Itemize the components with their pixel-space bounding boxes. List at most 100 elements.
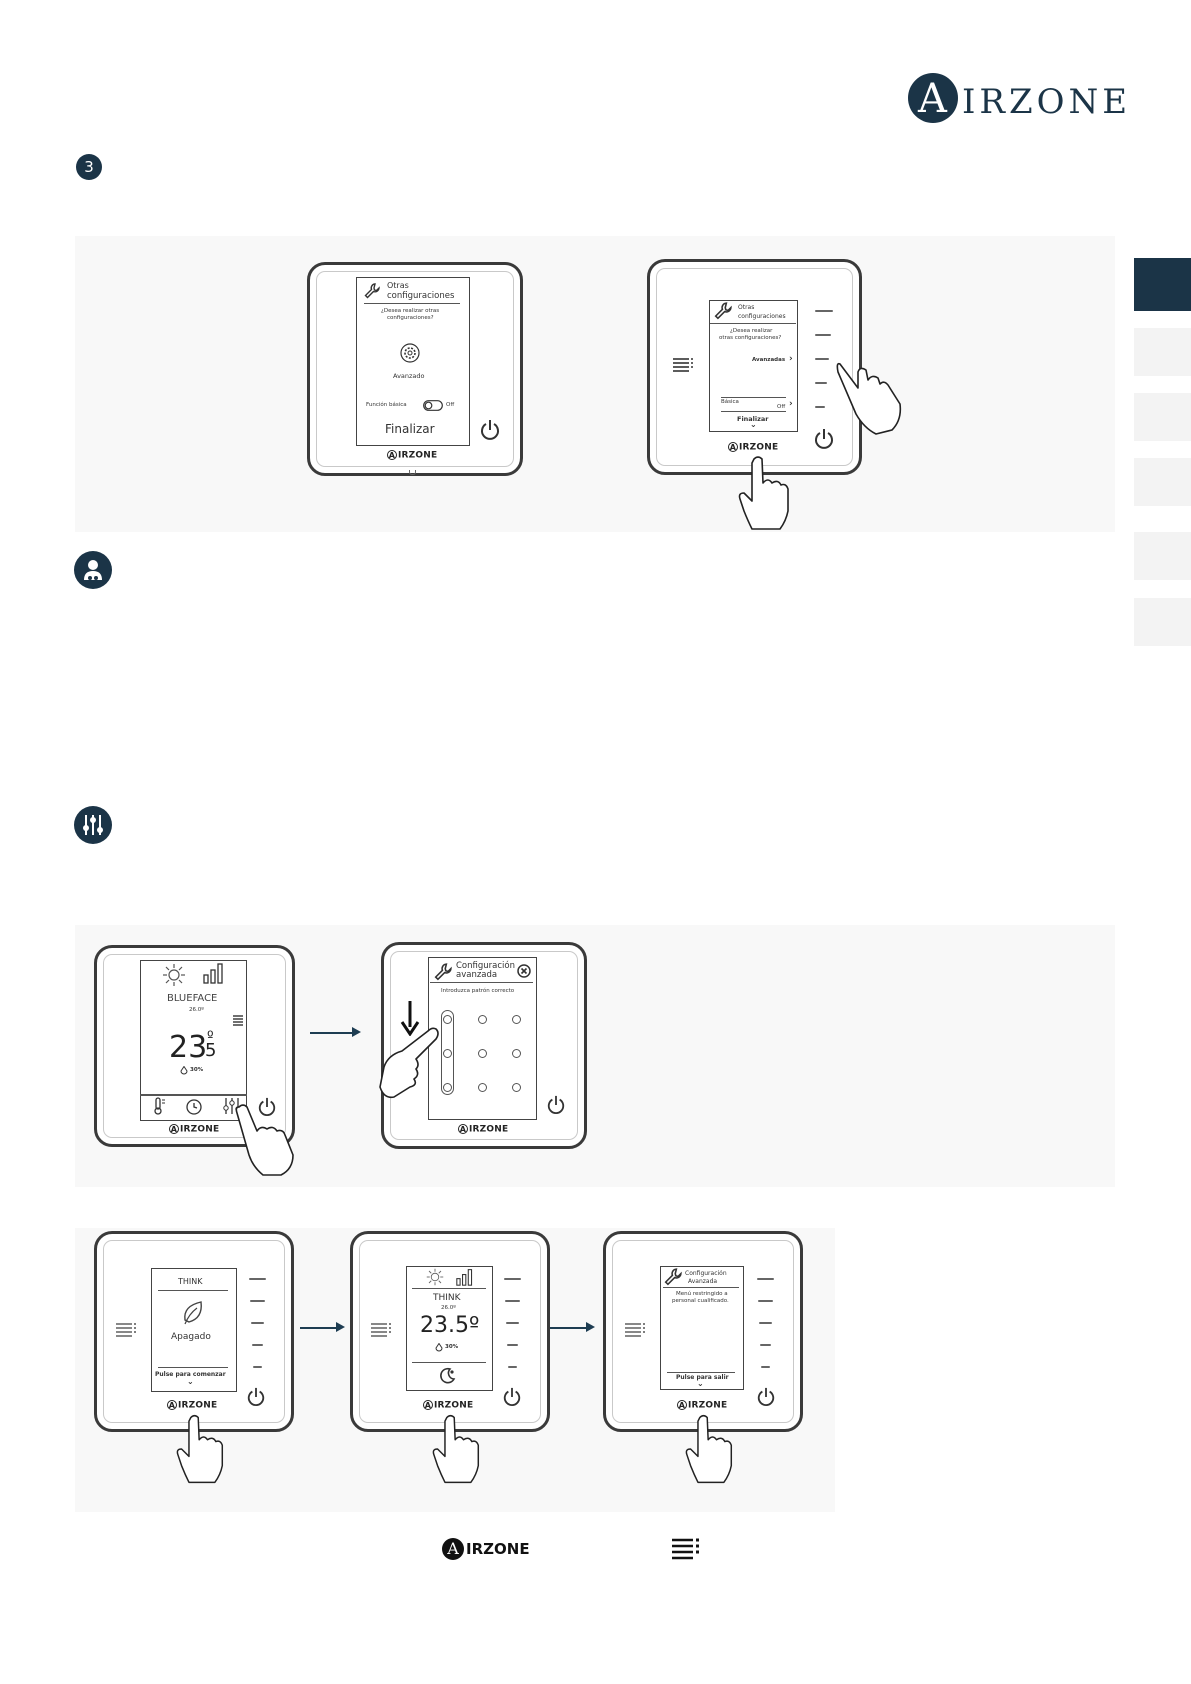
leaf-icon — [184, 1301, 202, 1325]
sidebar-tab-2[interactable] — [1134, 328, 1191, 376]
fig5-state: Apagado — [171, 1332, 211, 1342]
divider — [667, 1372, 735, 1373]
fig4-title-1: Configuración — [456, 961, 515, 971]
side-button-4[interactable] — [815, 382, 827, 384]
fig3-setpoint: 26.0º — [189, 1007, 204, 1013]
side-button-2[interactable] — [815, 334, 831, 336]
pattern-dot[interactable] — [512, 1083, 521, 1092]
fig5-prompt[interactable]: Pulse para comenzar — [155, 1371, 226, 1378]
hand-pointer-icon — [685, 1414, 733, 1484]
power-icon[interactable] — [756, 1386, 776, 1408]
side-button-4[interactable] — [252, 1344, 263, 1346]
side-button-2[interactable] — [758, 1300, 773, 1302]
power-icon[interactable] — [246, 1386, 266, 1408]
side-button-1[interactable] — [815, 310, 833, 312]
chevron-right-icon: › — [789, 399, 793, 409]
screen-fig2 — [709, 300, 798, 432]
figure-panel-1 — [75, 236, 1115, 532]
pattern-dot[interactable] — [478, 1083, 487, 1092]
fig1-question-2: configuraciones? — [387, 315, 434, 321]
close-circle-icon[interactable] — [517, 964, 531, 978]
inline-logo-circle: A — [442, 1538, 464, 1560]
pattern-dot[interactable] — [478, 1049, 487, 1058]
pattern-dot[interactable] — [443, 1015, 452, 1024]
divider — [412, 1288, 486, 1289]
step-badge: 3 — [76, 154, 102, 180]
side-button-4[interactable] — [507, 1344, 518, 1346]
fig3-temp-main: 23 — [169, 1030, 208, 1065]
power-icon[interactable] — [257, 1096, 277, 1118]
chevron-down-icon: ⌄ — [750, 420, 757, 429]
fig1-finish[interactable]: Finalizar — [385, 422, 435, 436]
side-button-5[interactable] — [508, 1366, 517, 1368]
fig6-humidity: 30% — [445, 1344, 459, 1350]
fig6-setpoint: 26.0º — [441, 1305, 456, 1311]
side-button-5[interactable] — [253, 1366, 262, 1368]
step-number: 3 — [84, 158, 94, 176]
side-button-2[interactable] — [505, 1300, 520, 1302]
chevron-right-icon: › — [789, 354, 793, 364]
arrow-down-icon — [400, 1001, 420, 1036]
divider — [721, 397, 786, 398]
technician-icon — [74, 551, 112, 589]
moon-icon[interactable] — [438, 1367, 456, 1385]
clock-icon[interactable] — [186, 1099, 202, 1115]
toggle-icon[interactable] — [423, 400, 443, 411]
sidebar-tab-4[interactable] — [1134, 458, 1191, 506]
divider — [412, 1362, 486, 1363]
fig7-title-2: Avanzada — [688, 1278, 718, 1285]
pattern-dot[interactable] — [512, 1015, 521, 1024]
hand-pointer-icon — [432, 1414, 480, 1484]
sidebar-tab-6[interactable] — [1134, 598, 1191, 646]
screen-fig7 — [660, 1266, 744, 1390]
side-button-3[interactable] — [506, 1322, 519, 1324]
power-icon[interactable] — [546, 1094, 566, 1116]
airzone-logo: A IRZONE — [908, 70, 1127, 128]
pattern-dot[interactable] — [443, 1083, 452, 1092]
inline-logo-text: IRZONE — [466, 1540, 530, 1558]
side-button-3[interactable] — [759, 1322, 772, 1324]
fig2-finish[interactable]: Finalizar — [737, 415, 769, 423]
pattern-dot[interactable] — [478, 1015, 487, 1024]
fig7-msg-2: personal cualificado. — [672, 1298, 729, 1304]
logo-initial: A — [918, 76, 947, 122]
power-icon[interactable] — [813, 427, 835, 451]
power-icon[interactable] — [502, 1386, 522, 1408]
side-button-1[interactable] — [249, 1278, 266, 1280]
side-button-1[interactable] — [504, 1278, 521, 1280]
side-button-3[interactable] — [815, 358, 829, 360]
pattern-dot[interactable] — [443, 1049, 452, 1058]
fig2-off[interactable]: Off — [777, 404, 786, 410]
sidebar-tab-5[interactable] — [1134, 532, 1191, 580]
pattern-dot[interactable] — [512, 1049, 521, 1058]
divider — [663, 1287, 739, 1288]
side-button-5[interactable] — [761, 1366, 770, 1368]
side-button-3[interactable] — [251, 1322, 264, 1324]
divider — [430, 982, 533, 983]
sidebar-tab-active[interactable] — [1134, 258, 1191, 311]
side-button-4[interactable] — [760, 1344, 771, 1346]
menu-lines-icon — [672, 1538, 699, 1560]
side-button-2[interactable] — [250, 1300, 265, 1302]
gear-icon — [400, 343, 420, 363]
power-icon[interactable] — [479, 418, 501, 442]
fig2-title-2: configuraciones — [738, 313, 786, 320]
signal-icon — [203, 963, 223, 984]
side-button-1[interactable] — [757, 1278, 774, 1280]
divider — [721, 411, 786, 412]
fig7-prompt[interactable]: Pulse para salir — [676, 1374, 729, 1381]
thermometer-icon[interactable] — [152, 1097, 166, 1115]
sidebar-tab-3[interactable] — [1134, 393, 1191, 441]
sun-icon — [163, 964, 185, 986]
drop-icon — [180, 1066, 188, 1075]
divider — [158, 1367, 228, 1368]
fig5-name: THINK — [178, 1277, 203, 1286]
fig2-advanced[interactable]: Avanzadas — [752, 357, 786, 363]
divider — [364, 303, 460, 304]
hand-pointer-icon — [235, 1104, 294, 1176]
fig2-basic: Básica — [721, 399, 739, 405]
side-button-5[interactable] — [815, 406, 825, 408]
fig3-temp-deg: º — [207, 1029, 214, 1045]
